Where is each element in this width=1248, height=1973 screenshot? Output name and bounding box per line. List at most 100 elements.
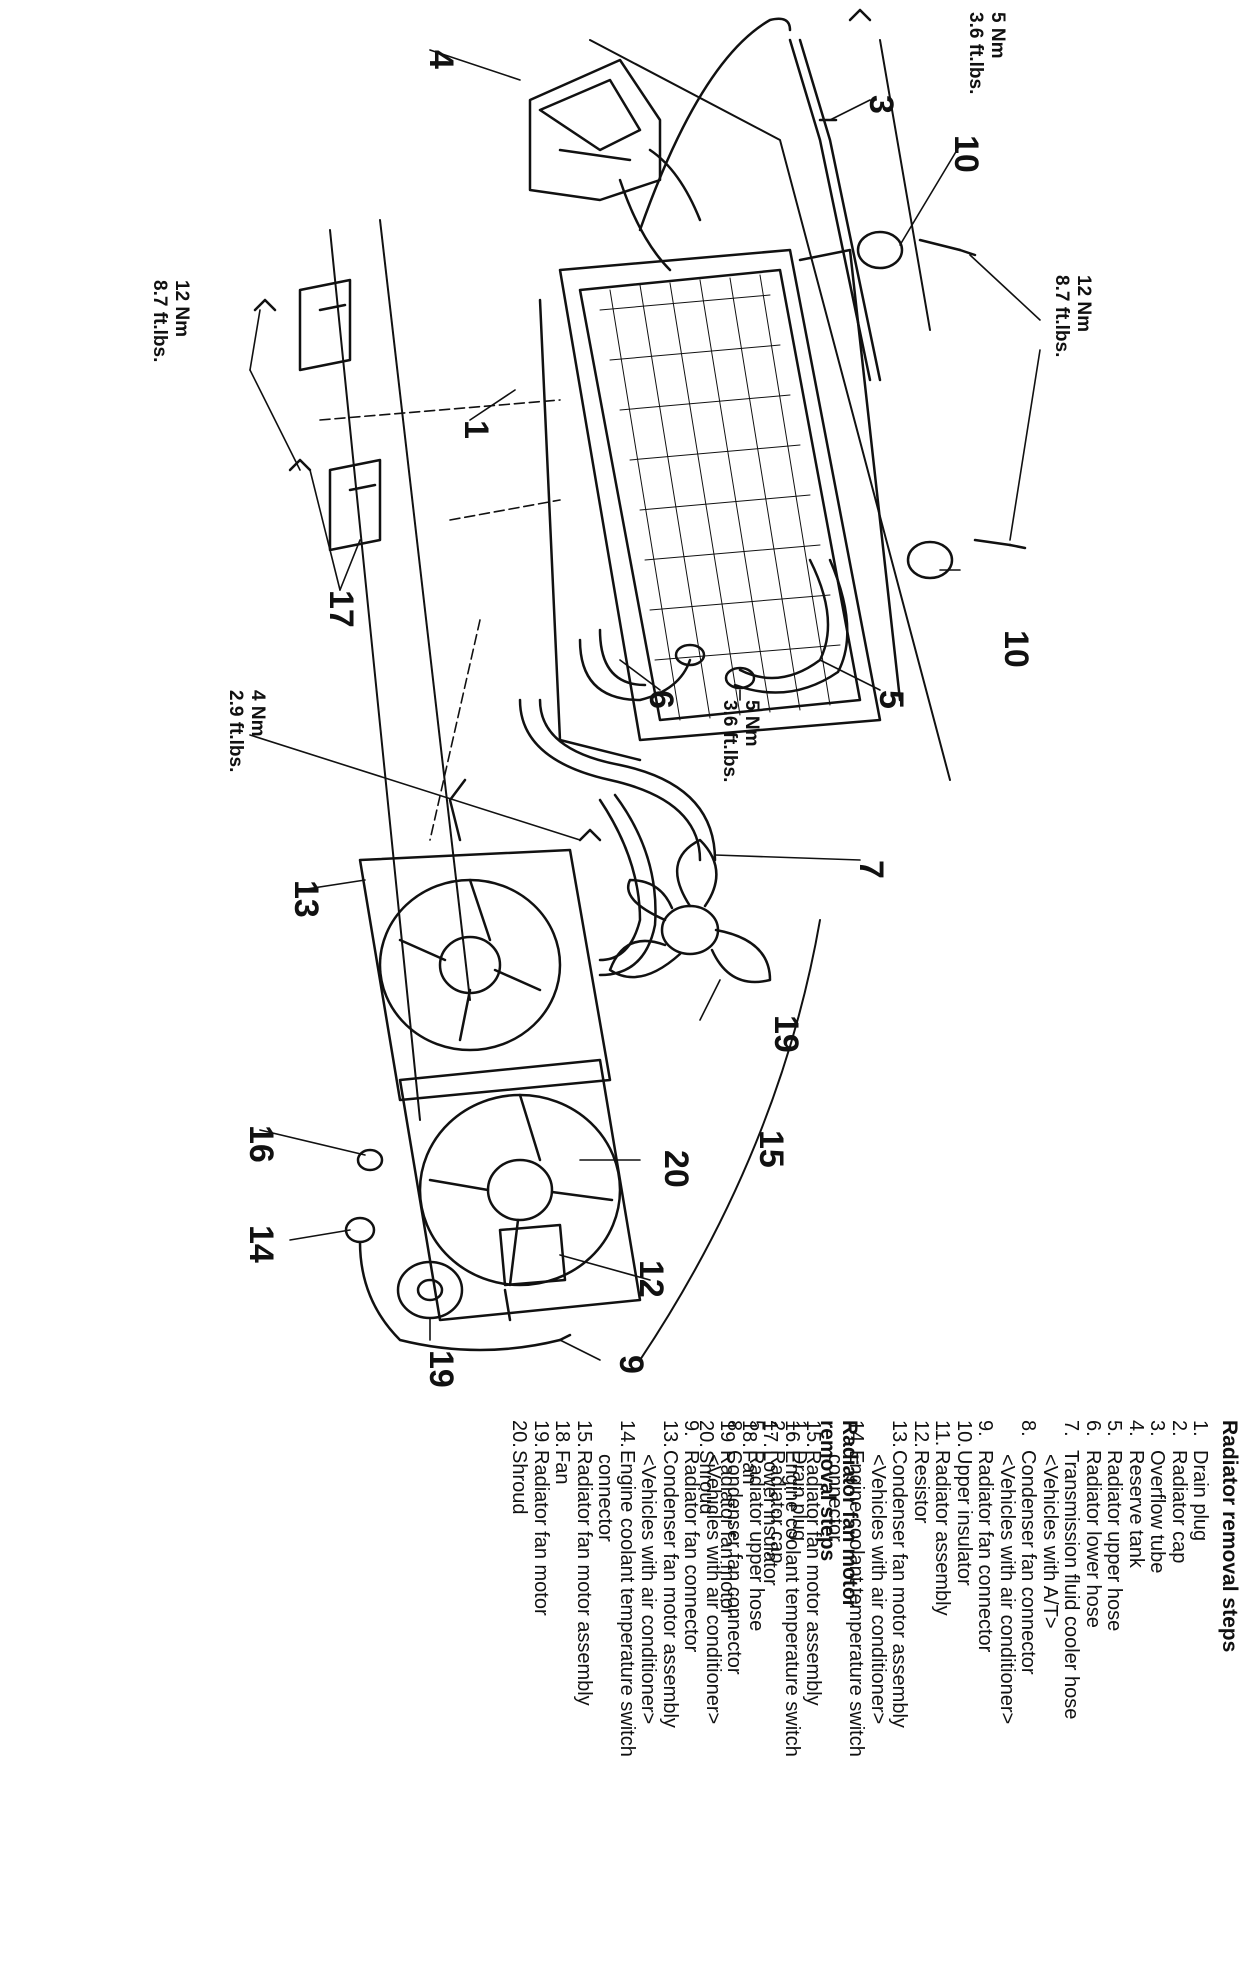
step-number: 8.	[1017, 1420, 1040, 1437]
overflow-tube-part	[638, 17, 882, 382]
callout-10-top: 10	[947, 135, 985, 173]
callout-19-upper: 19	[767, 1015, 805, 1053]
step-number: 18.	[551, 1420, 574, 1448]
step-text: Condenser fan motor assembly	[888, 1450, 911, 1728]
step-item: 12.Resistor	[910, 1420, 932, 1690]
step-number: 5.	[745, 1420, 767, 1437]
step-text: Drain plug	[788, 1450, 810, 1542]
step-item: 14.Engine coolant temperature switch	[616, 1420, 638, 1757]
callout-4: 4	[422, 50, 460, 69]
cooler-hose-part	[518, 698, 717, 977]
step-text: <Vehicles with air conditioner>	[867, 1454, 889, 1725]
step-text: <Vehicles with air conditioner>	[637, 1454, 660, 1725]
torque-top-ft: 3.6 ft.lbs.	[965, 12, 986, 94]
frame-line	[589, 39, 951, 781]
step-item: 4.Reserve tank	[1125, 1420, 1147, 1690]
step-number: 3.	[1146, 1420, 1169, 1437]
step-text: Engine coolant temperature switch	[616, 1450, 638, 1757]
step-item: <Vehicles with air conditioner>	[996, 1420, 1018, 1724]
step-number: 9.	[974, 1420, 997, 1437]
step-item: 11.Radiator assembly	[931, 1420, 954, 1690]
step-text: <Vehicles with air conditioner>	[996, 1454, 1018, 1725]
frame-line	[879, 39, 931, 331]
step-item: 15.Radiator fan motor assembly	[573, 1420, 595, 1706]
step-item: 5.Radiator upper hose	[1103, 1420, 1126, 1690]
callout-9: 9	[612, 1355, 650, 1374]
step-text: Transmission fluid cooler hose	[1060, 1450, 1083, 1720]
step-number: 13.	[659, 1420, 681, 1448]
callout-15: 15	[752, 1130, 790, 1168]
condenser-fan-assembly-part	[358, 778, 612, 1102]
step-text: Radiator lower hose	[1082, 1450, 1104, 1628]
torque-upper-right-ft: 8.7 ft.lbs.	[1051, 275, 1072, 357]
step-number: 1.	[788, 1420, 810, 1437]
step-item: 9. Radiator fan connector	[680, 1420, 703, 1690]
step-number: 2.	[766, 1420, 789, 1437]
step-number: 1.	[1189, 1420, 1212, 1437]
callout-10-bottom: 10	[997, 630, 1035, 668]
torque-mid-nm: 4 Nm	[247, 690, 268, 736]
lower-hose-part	[578, 628, 706, 702]
callout-1: 1	[457, 420, 495, 439]
callout-7: 7	[852, 860, 890, 879]
step-number: 2.	[1168, 1420, 1190, 1437]
step-item: 2. Radiator cap	[1168, 1420, 1190, 1690]
step-item: 1. Drain plug	[788, 1420, 810, 1690]
frame-line	[379, 219, 471, 1001]
step-item: <Vehicles with air conditioner>	[637, 1420, 660, 1724]
callout-20: 20	[657, 1150, 695, 1188]
bolt-part	[253, 8, 1027, 842]
step-text: Reserve tank	[1125, 1450, 1147, 1568]
step-item: 8.Condenser fan connector	[1017, 1420, 1040, 1690]
step-text: Overflow tube	[1146, 1450, 1169, 1574]
callout-6: 6	[642, 690, 680, 709]
temperature-switch-part	[344, 1148, 572, 1352]
leader-lines	[249, 49, 1041, 1361]
fan-motor-removal-title: Radiator fan motor removal steps	[816, 1420, 862, 1608]
radiator-removal-title: Radiator removal steps	[1218, 1420, 1241, 1653]
callout-5: 5	[872, 690, 910, 709]
torque-hose-nm: 5 Nm	[741, 700, 762, 746]
step-number: 13.	[888, 1420, 911, 1448]
step-item: 5.Radiator upper hose	[745, 1420, 767, 1690]
radiator-fan-part	[608, 838, 772, 984]
step-item: 2.Radiator cap	[766, 1420, 789, 1690]
callout-13: 13	[287, 880, 325, 918]
step-item: connector	[594, 1420, 617, 1690]
callout-14: 14	[242, 1225, 280, 1263]
step-number: 7.	[1060, 1420, 1083, 1437]
step-item: 18.Fan	[551, 1420, 574, 1690]
step-number: 19.	[530, 1420, 552, 1448]
step-number: 14.	[616, 1420, 638, 1448]
step-number: 9.	[680, 1420, 703, 1437]
step-text: Upper insulator	[953, 1450, 975, 1586]
step-item: 13.Condenser fan motor assembly	[659, 1420, 681, 1728]
step-number: 8.	[723, 1420, 746, 1437]
step-number: 5.	[1103, 1420, 1126, 1437]
step-text: Condenser fan motor assembly	[659, 1450, 681, 1728]
torque-top-nm: 5 Nm	[987, 12, 1008, 58]
step-item: 13.Condenser fan motor assembly	[888, 1420, 911, 1728]
group-bracket	[639, 919, 821, 1361]
step-item: 19.Radiator fan motor	[530, 1420, 552, 1690]
fan-motor-removal-block: Radiator fan motor removal steps 1. Drain…	[508, 1420, 862, 1757]
step-item: 1. Drain plug	[1189, 1420, 1212, 1690]
step-text: Radiator cap	[1168, 1450, 1190, 1564]
frame-line	[329, 229, 421, 1121]
step-item: <Vehicles with air conditioner>	[702, 1420, 724, 1724]
step-text: Radiator fan motor	[530, 1450, 552, 1616]
step-text: Radiator fan connector	[680, 1450, 703, 1653]
step-text: <Vehicles with A/T>	[1039, 1454, 1061, 1629]
step-item: <Vehicles with air conditioner>	[867, 1420, 889, 1724]
torque-upper-right-nm: 12 Nm	[1073, 275, 1094, 332]
torque-left-ft: 8.7 ft.lbs.	[149, 280, 170, 362]
step-text: connector	[594, 1454, 617, 1542]
callout-16: 16	[242, 1125, 280, 1163]
lower-insulator-part	[298, 278, 382, 552]
step-number: 11.	[931, 1420, 954, 1447]
step-item: 8.Condenser fan connector	[723, 1420, 746, 1690]
step-text: Drain plug	[1189, 1450, 1212, 1542]
